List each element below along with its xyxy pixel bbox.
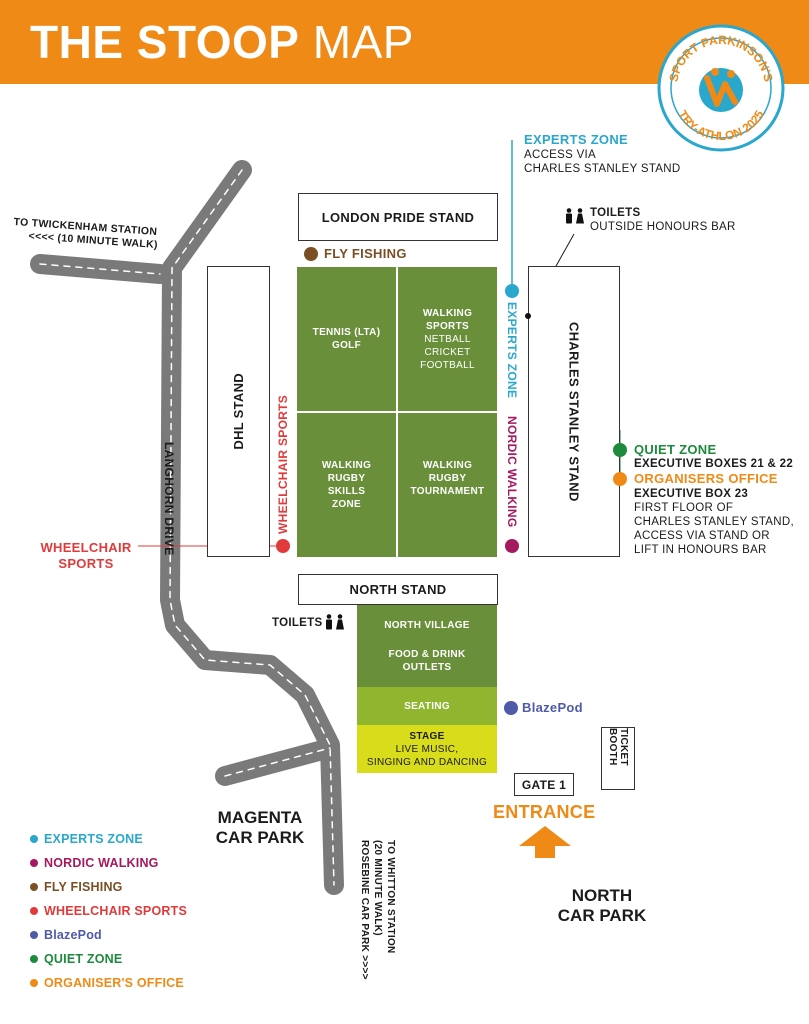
quiet-zone-info: EXECUTIVE BOXES 21 & 22 <box>634 458 794 470</box>
seating-label: SEATING <box>404 700 450 712</box>
title-bold: THE STOOP <box>30 16 300 68</box>
toilets-north-label: TOILETS <box>272 617 323 629</box>
stage-area: STAGE LIVE MUSIC,SINGING AND DANCING <box>357 725 497 773</box>
toilet-icon <box>326 614 344 630</box>
toilet-icon <box>566 208 584 224</box>
sport-parkinsons-badge: SPORT PARKINSON'S TRY-ATHLON 2025 <box>657 24 785 152</box>
legend-organisers-office: ORGANISER'S OFFICE <box>30 976 184 990</box>
legend-nordic-walking: NORDIC WALKING <box>30 856 159 870</box>
wheelchair-sports-marker <box>276 539 290 553</box>
organisers-office-marker <box>613 472 627 486</box>
toilets-pointer <box>525 313 531 319</box>
ticket-booth-label: TICKET BOOTH <box>607 728 629 766</box>
langhorn-drive-label: LANGHORN DRIVE <box>162 442 176 556</box>
london-pride-stand: LONDON PRIDE STAND <box>298 193 498 241</box>
nordic-walking-marker <box>505 539 519 553</box>
gate-1[interactable]: GATE 1 <box>514 773 574 796</box>
north-village-label: NORTH VILLAGE <box>384 619 470 631</box>
charles-stanley-stand: CHARLES STANLEY STAND <box>528 266 620 557</box>
quiet-zone-title: QUIET ZONE <box>634 442 717 457</box>
fly-fishing-marker <box>304 247 318 261</box>
fly-fishing-label: FLY FISHING <box>324 246 407 261</box>
legend-quiet-zone: QUIET ZONE <box>30 952 122 966</box>
seating-area: SEATING <box>357 687 497 725</box>
legend-wheelchair-sports: WHEELCHAIR SPORTS <box>30 904 187 918</box>
legend-experts-zone: EXPERTS ZONE <box>30 832 143 846</box>
dhl-stand-label: DHL STAND <box>231 373 246 450</box>
blazepod-label: BlazePod <box>522 700 583 715</box>
charles-stanley-stand-label: CHARLES STANLEY STAND <box>566 321 582 502</box>
blazepod-marker <box>504 701 518 715</box>
stage-label: STAGE <box>409 730 445 742</box>
tennis-golf-zone: TENNIS (LTA)GOLF <box>312 327 381 351</box>
toilets-title: TOILETS <box>590 207 641 219</box>
experts-zone-title: EXPERTS ZONE <box>524 132 629 147</box>
north-stand: NORTH STAND <box>298 574 498 605</box>
pitch-divider-horizontal <box>297 411 497 413</box>
toilets-info: TOILETS OUTSIDE HONOURS BAR <box>590 207 736 233</box>
wheelchair-sports-vertical-label: WHEELCHAIR SPORTS <box>276 394 290 534</box>
legend-fly-fishing: FLY FISHING <box>30 880 123 894</box>
legend-blazepod: BlazePod <box>30 928 102 942</box>
organisers-office-info: EXECUTIVE BOX 23 FIRST FLOOR OF CHARLES … <box>634 488 794 556</box>
page-title: THE STOOP MAP <box>30 14 414 70</box>
title-light: MAP <box>312 16 414 68</box>
nordic-walking-vertical-label: NORDIC WALKING <box>505 416 519 528</box>
entrance-arrow-icon <box>519 826 571 858</box>
ticket-booth: TICKET BOOTH <box>601 727 635 790</box>
dhl-stand: DHL STAND <box>207 266 270 557</box>
experts-zone-vertical-label: EXPERTS ZONE <box>505 302 519 399</box>
experts-zone-marker <box>505 284 519 298</box>
whitton-label: TO WHITTON STATION(20 MINUTE WALK)ROSEBI… <box>359 840 396 980</box>
entrance-label: ENTRANCE <box>493 802 596 822</box>
organisers-office-title: ORGANISERS OFFICE <box>634 471 778 486</box>
quiet-zone-marker <box>613 443 627 457</box>
